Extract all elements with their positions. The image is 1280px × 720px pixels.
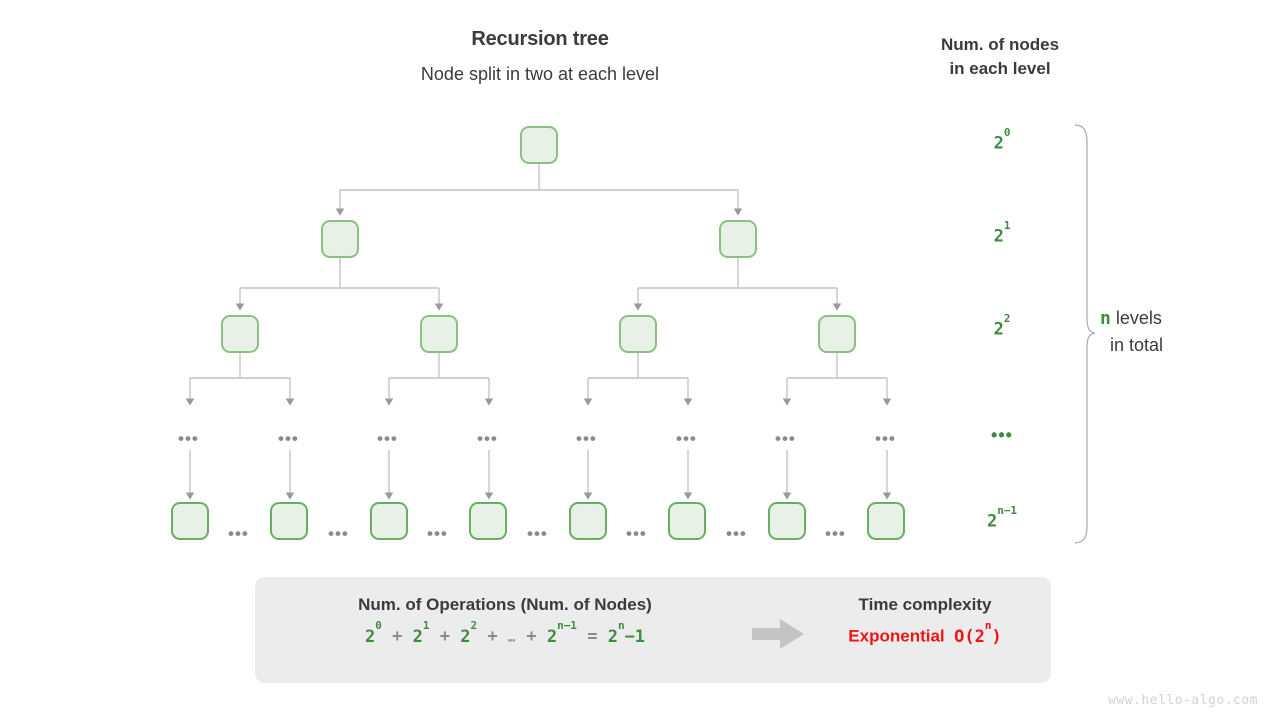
summary-complexity-heading: Time complexity <box>858 595 992 614</box>
formula-result: 2n−1 <box>607 618 646 647</box>
leaf-gap-ellipsis: ••• <box>427 524 448 543</box>
level-count-ellipsis: ••• <box>991 425 1013 445</box>
tree-node <box>619 315 657 353</box>
levels-brace <box>1074 124 1096 544</box>
tree-level-ellipsis: ••• <box>875 429 896 448</box>
summary-left: Num. of Operations (Num. of Nodes) 20 + … <box>255 595 755 647</box>
level-count-last: 2n−1 <box>940 504 1064 532</box>
column-title: Num. of nodes in each level <box>900 33 1100 81</box>
tree-leaf-node <box>171 502 209 540</box>
level-count-base: 2 <box>993 319 1004 340</box>
tree-node <box>221 315 259 353</box>
leaf-gap-ellipsis: ••• <box>328 524 349 543</box>
level-count-1: 21 <box>940 219 1064 247</box>
tree-leaf-node <box>270 502 308 540</box>
total-levels-n: n <box>1100 308 1111 329</box>
complexity-notation: O(2n) <box>954 618 1002 647</box>
formula-ellipsis: … <box>507 630 517 645</box>
tree-level-ellipsis: ••• <box>576 429 597 448</box>
tree-node <box>520 126 558 164</box>
column-title-line2: in each level <box>949 59 1051 78</box>
formula-plus: + <box>392 626 403 647</box>
tree-leaf-node <box>370 502 408 540</box>
summary-panel: Num. of Operations (Num. of Nodes) 20 + … <box>255 577 1051 683</box>
tree-level-ellipsis: ••• <box>178 429 199 448</box>
tree-level-ellipsis: ••• <box>676 429 697 448</box>
level-count-exp: n−1 <box>997 503 1018 517</box>
page-title: Recursion tree <box>471 28 609 50</box>
page-subtitle: Node split in two at each level <box>420 64 660 84</box>
level-count-0: 20 <box>940 126 1064 154</box>
right-block-arrow-icon <box>752 619 804 649</box>
formula-term-0: 20 <box>364 618 382 647</box>
formula-term-2: 22 <box>460 618 478 647</box>
total-levels-label: n levels in total <box>1100 305 1270 358</box>
level-count-exp: 2 <box>1003 311 1011 325</box>
tree-leaf-node <box>768 502 806 540</box>
leaf-gap-ellipsis: ••• <box>527 524 548 543</box>
tree-node <box>818 315 856 353</box>
formula-plus: + <box>526 626 537 647</box>
total-levels-word: levels <box>1115 308 1162 328</box>
tree-leaf-node <box>668 502 706 540</box>
tree-level-ellipsis: ••• <box>477 429 498 448</box>
tree-leaf-node <box>867 502 905 540</box>
formula-equals: = <box>587 626 598 647</box>
complexity-word: Exponential <box>848 626 945 646</box>
tree-node <box>420 315 458 353</box>
level-count-exp: 0 <box>1003 125 1011 139</box>
column-title-line1: Num. of nodes <box>940 35 1060 54</box>
level-count-base: 2 <box>993 133 1004 154</box>
level-count-exp: 1 <box>1003 218 1011 232</box>
summary-complexity-value: Exponential O(2n) <box>800 618 1050 647</box>
leaf-gap-ellipsis: ••• <box>825 524 846 543</box>
formula-plus: + <box>487 626 498 647</box>
formula-plus: + <box>439 626 450 647</box>
leaf-gap-ellipsis: ••• <box>626 524 647 543</box>
summary-formula: 20 + 21 + 22 + … + 2n−1 = 2n−1 <box>255 618 755 647</box>
summary-operations-heading: Num. of Operations (Num. of Nodes) <box>358 595 652 614</box>
tree-level-ellipsis: ••• <box>278 429 299 448</box>
level-count-base: 2 <box>993 226 1004 247</box>
tree-level-ellipsis: ••• <box>775 429 796 448</box>
tree-leaf-node <box>569 502 607 540</box>
formula-last-term: 2n−1 <box>546 618 577 647</box>
level-count-2: 22 <box>940 312 1064 340</box>
formula-term-1: 21 <box>412 618 430 647</box>
total-levels-line2: in total <box>1110 335 1164 355</box>
leaf-gap-ellipsis: ••• <box>726 524 747 543</box>
tree-level-ellipsis: ••• <box>377 429 398 448</box>
tree-node <box>321 220 359 258</box>
level-count-base: 2 <box>986 511 998 532</box>
tree-node <box>719 220 757 258</box>
leaf-gap-ellipsis: ••• <box>228 524 249 543</box>
tree-leaf-node <box>469 502 507 540</box>
watermark: www.hello-algo.com <box>1108 693 1258 708</box>
summary-right: Time complexity Exponential O(2n) <box>800 595 1050 647</box>
